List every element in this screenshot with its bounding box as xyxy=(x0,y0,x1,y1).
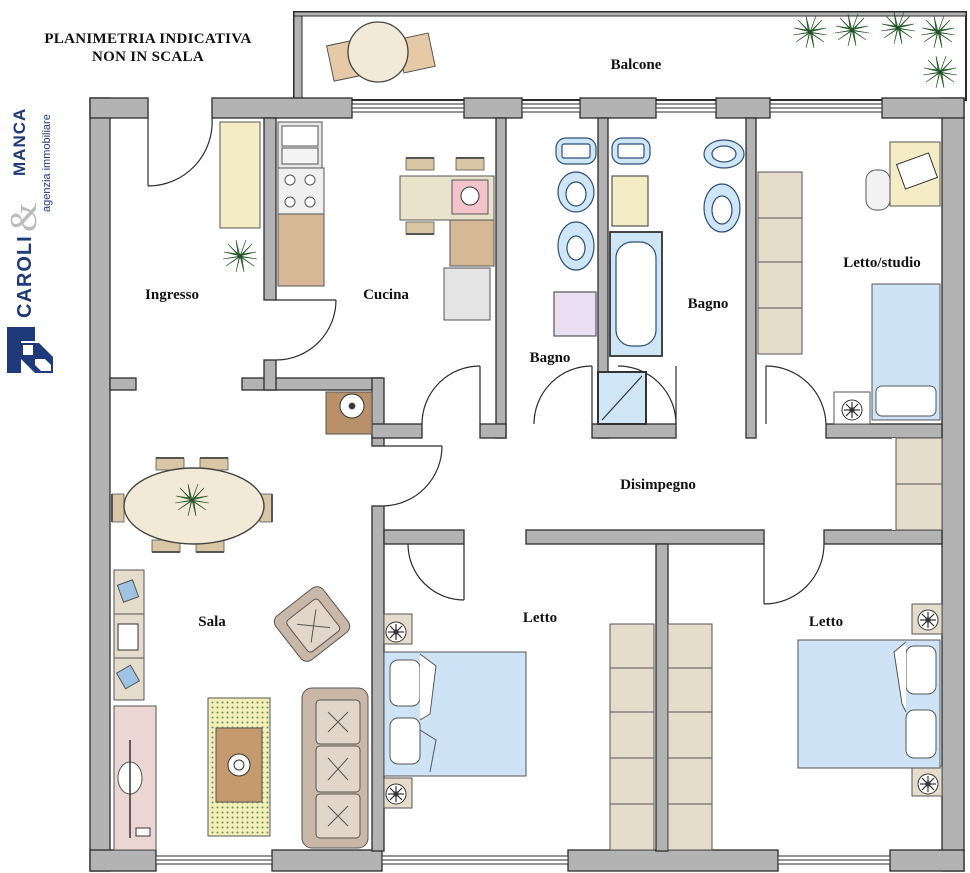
doors xyxy=(147,117,827,605)
room-label-bagno-small: Bagno xyxy=(530,350,571,366)
lamp-icon xyxy=(385,783,407,805)
room-label-letto-studio: Letto/studio xyxy=(843,255,921,271)
bagno-large-fixtures xyxy=(609,137,745,357)
room-label-balcone: Balcone xyxy=(611,57,662,73)
bagno-small-fixtures xyxy=(553,137,647,425)
plan-title-line2: NON IN SCALA xyxy=(92,49,204,65)
room-label-cucina: Cucina xyxy=(363,287,409,303)
outer-walls xyxy=(89,97,965,872)
room-label-ingresso: Ingresso xyxy=(145,287,199,303)
lamp-icon xyxy=(917,773,939,795)
lamp-icon xyxy=(917,609,939,631)
plan-title: PLANIMETRIA INDICATIVA NON IN SCALA xyxy=(0,30,296,66)
room-label-disimpegno: Disimpegno xyxy=(620,477,696,493)
lamp-icon xyxy=(385,621,407,643)
logo-mark-icon xyxy=(7,327,53,373)
letto-right-furniture xyxy=(667,603,943,851)
letto-studio-furniture xyxy=(757,141,941,425)
plan-title-line1: PLANIMETRIA INDICATIVA xyxy=(44,31,252,47)
sala-furniture xyxy=(111,457,369,851)
ingresso-furniture xyxy=(219,121,261,273)
room-label-sala: Sala xyxy=(198,614,226,630)
room-label-letto-right: Letto xyxy=(809,614,843,630)
windows xyxy=(155,103,891,865)
room-label-bagno-large: Bagno xyxy=(688,296,729,312)
balcony xyxy=(293,11,967,101)
disimpegno-wardrobe xyxy=(895,437,943,531)
cucina-furniture xyxy=(277,121,495,435)
lamp-icon xyxy=(841,399,863,421)
room-label-letto-center: Letto xyxy=(523,610,557,626)
balcony-table xyxy=(326,21,436,83)
letto-center-furniture xyxy=(383,613,655,851)
